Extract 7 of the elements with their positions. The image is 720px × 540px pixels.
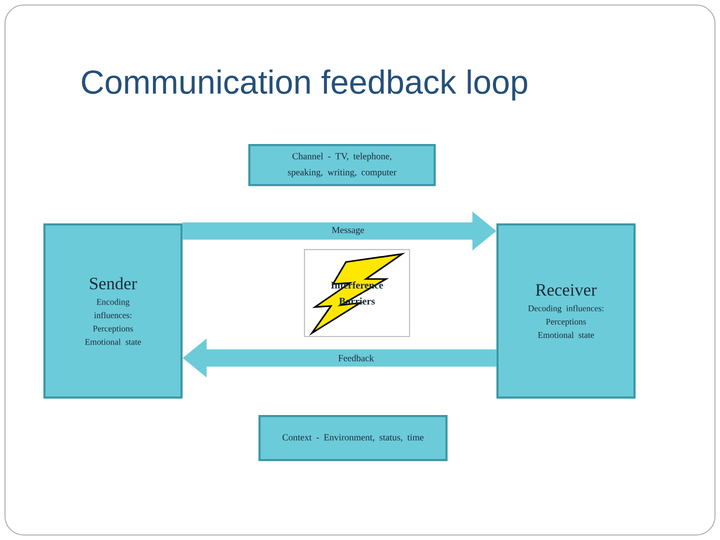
party-box: Sender Encoding influences: Perceptions Emotional state xyxy=(43,223,183,399)
edge-label: Feedback xyxy=(338,354,374,362)
edge-label: Message xyxy=(332,226,364,236)
info-box: Context - Environment, status, time xyxy=(258,414,448,462)
party-box: Receiver Decoding influences: Perceptions Emotional state xyxy=(496,223,636,399)
info-box: Channel - TV, telephone, speaking, writing, computer xyxy=(248,144,436,186)
slide-title: Communication feedback loop xyxy=(82,69,528,101)
